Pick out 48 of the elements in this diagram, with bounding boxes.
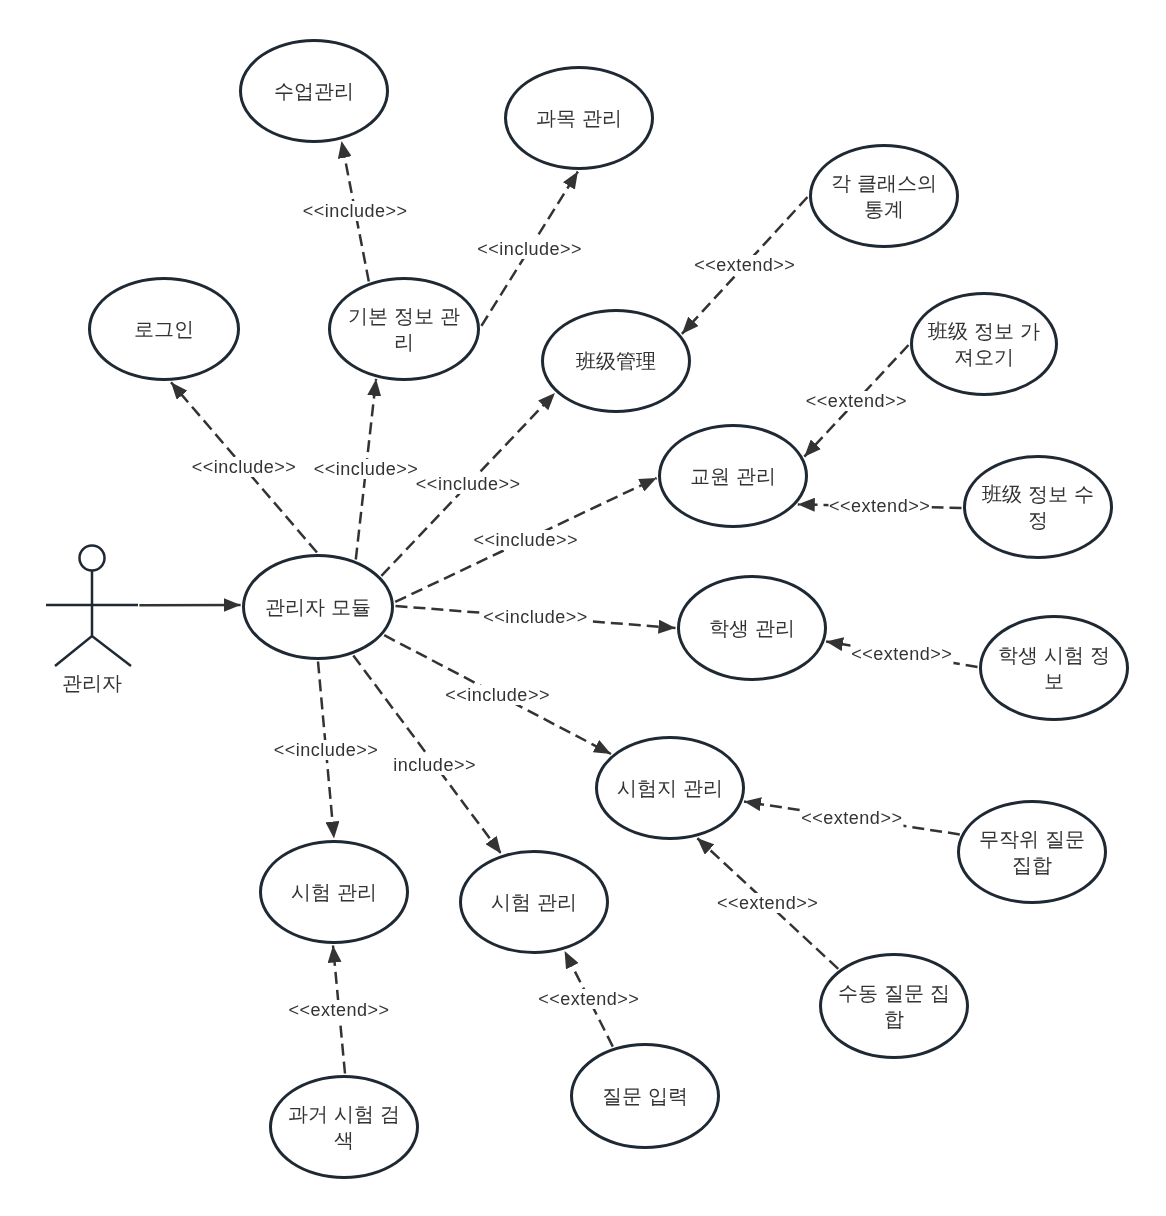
use-case-label: 과거 시험 검색 — [287, 1102, 401, 1153]
use-case-label: 과목 관리 — [535, 106, 623, 131]
edge-label: <<extend>> — [287, 999, 391, 1020]
use-case-label: 시험 관리 — [290, 880, 378, 905]
edge-label: <<include>> — [312, 459, 420, 480]
edge-label: <<include>> — [472, 529, 580, 550]
use-case-label: 기본 정보 관리 — [347, 304, 461, 355]
use-case-label: 질문 입력 — [601, 1084, 689, 1109]
edge-label: <<extend>> — [850, 644, 954, 665]
dashed-arrow — [354, 378, 382, 560]
use-case-label: 학생 관리 — [708, 616, 796, 641]
use-case-label: 무작위 질문 집합 — [978, 827, 1086, 878]
edge-label: <<include>> — [190, 457, 298, 478]
use-case-label: 로그인 — [133, 317, 195, 342]
use-case-label: 학생 시험 정보 — [997, 643, 1111, 694]
arrow — [139, 598, 241, 613]
edge-label: <<extend>> — [693, 255, 797, 276]
edge-label: <<include>> — [476, 238, 583, 259]
dashed-arrow — [696, 837, 840, 970]
dashed-arrow — [680, 196, 809, 335]
dashed-arrow — [394, 476, 658, 604]
use-case-label: 관리자 모듈 — [264, 595, 372, 620]
dashed-arrow — [383, 634, 612, 756]
use-case-label: 수업관리 — [273, 79, 355, 104]
edge-label: <<include>> — [414, 474, 522, 495]
use-case-label: 시험지 관리 — [616, 776, 724, 801]
edge-label: <<extend>> — [800, 808, 904, 828]
use-case-label: 교원 관리 — [689, 464, 777, 489]
edge-label: <<extend>> — [537, 988, 641, 1009]
dashed-arrow — [803, 344, 910, 458]
use-case-label: 班级管理 — [575, 349, 657, 374]
use-case-label: 시험 관리 — [490, 890, 578, 915]
actor-label: 관리자 — [62, 671, 122, 696]
use-case-label: 班级 정보 수정 — [981, 482, 1095, 533]
edge-label: <<include>> — [301, 201, 409, 222]
edge-label: <<include>> — [272, 740, 380, 760]
use-case-label: 각 클래스의 통계 — [830, 171, 938, 222]
edge-label: <<include>> — [444, 684, 551, 705]
dashed-arrow — [316, 661, 340, 839]
dashed-arrow — [170, 381, 318, 554]
use-case-label: 班级 정보 가져오기 — [927, 319, 1041, 370]
dashed-arrow — [380, 392, 556, 577]
edge-label: include>> — [392, 754, 477, 775]
dashed-arrow — [327, 945, 347, 1074]
edge-label: <<extend>> — [716, 893, 820, 914]
dashed-arrow — [480, 170, 579, 327]
edge-label: <<extend>> — [804, 390, 908, 411]
use-case-label: 수동 질문 집합 — [837, 981, 951, 1032]
